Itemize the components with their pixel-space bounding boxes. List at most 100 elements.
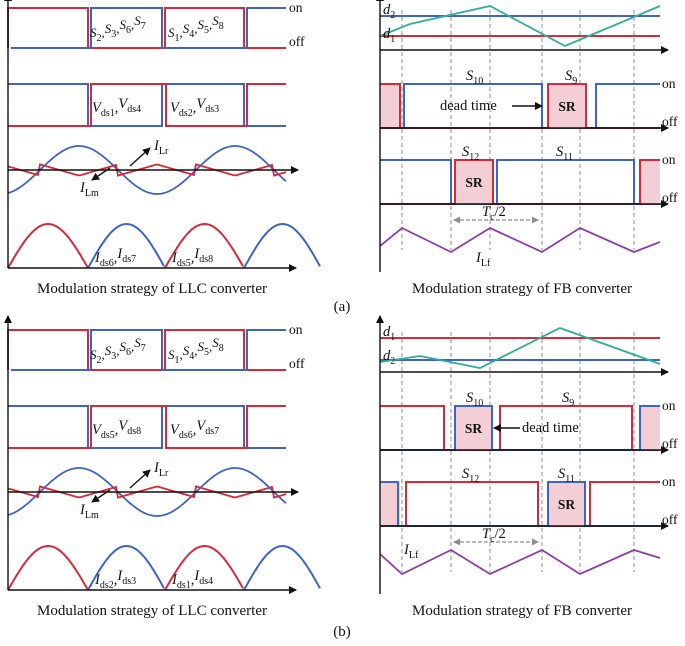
text-span: S: [212, 13, 219, 28]
llc-switch-group-2-label: S1,S4,S5,S8: [168, 335, 224, 366]
llc-ids-red-hump-2: [164, 223, 244, 269]
text-span: ,: [131, 17, 134, 32]
fb-caption: Modulation strategy of FB converter: [412, 281, 632, 297]
fb-ilf-label: ILf: [475, 250, 491, 269]
text-span: S: [462, 466, 470, 482]
llc-caption: Modulation strategy of LLC converter: [37, 603, 267, 619]
text-span: Lm: [85, 188, 99, 199]
text-span: I: [79, 180, 86, 196]
fb-tc-label: Tc/2: [482, 204, 506, 223]
fb-triangle-carrier: [379, 5, 661, 47]
text-span: 7: [141, 343, 146, 354]
text-span: /2: [495, 204, 506, 220]
fb-row1-on-label: on: [662, 398, 676, 413]
llc-gate-blue-trace: [11, 7, 286, 49]
text-span: 9: [572, 76, 577, 87]
text-span: V: [170, 100, 181, 116]
text-span: S: [120, 339, 127, 354]
text-span: d: [383, 324, 391, 340]
text-span: S: [565, 68, 573, 84]
text-span: c: [490, 212, 495, 223]
text-span: I: [171, 572, 178, 588]
text-span: ds2: [179, 108, 193, 119]
text-span: S: [198, 17, 205, 32]
fb-row2-blue-trace: [380, 481, 660, 527]
llc-vds-red-trace: [8, 83, 286, 127]
text-span: ,: [116, 343, 119, 358]
llc-on-label: on: [289, 0, 303, 15]
llc-ids-group-1-label: Ids6,Ids7: [94, 246, 136, 269]
text-span: I: [403, 542, 410, 558]
text-span: ds2: [100, 580, 114, 591]
text-span: Lr: [159, 468, 169, 479]
llc-switch-group-1-label: S2,S3,S6,S7: [90, 13, 146, 44]
text-span: ,: [115, 100, 119, 116]
llc-gate-red-trace: [7, 7, 286, 49]
text-span: I: [116, 568, 123, 584]
llc-ids-blue-hump-2: [243, 545, 321, 591]
llc-gate-red-trace: [7, 329, 286, 371]
text-span: I: [193, 568, 200, 584]
text-span: I: [153, 138, 160, 154]
fb-row2-right-edge-shade: [640, 160, 660, 204]
text-span: S: [198, 339, 205, 354]
text-span: V: [118, 96, 129, 112]
text-span: S: [462, 144, 470, 160]
text-span: 1: [390, 34, 395, 45]
text-span: 5: [204, 347, 209, 358]
text-span: Lm: [85, 510, 99, 521]
text-span: d: [383, 26, 391, 42]
fb-dead-time-label: dead time: [440, 98, 497, 114]
text-span: T: [482, 526, 491, 542]
text-span: 3: [111, 351, 116, 362]
text-span: V: [92, 422, 103, 438]
panel-a-marker: (a): [334, 299, 351, 315]
text-span: 2: [390, 10, 395, 21]
text-span: ,: [191, 250, 195, 266]
text-span: 2: [97, 33, 102, 44]
llc-vds-group-2-label: Vds6,Vds7: [170, 418, 219, 441]
text-span: ,: [115, 422, 119, 438]
fb-row1-sr-box-label: SR: [465, 421, 483, 436]
fb-dead-time-label: dead time: [522, 420, 579, 436]
fb-row2-sr-trace: [380, 159, 660, 205]
text-span: ,: [209, 339, 212, 354]
llc-ids-blue-hump-2: [243, 223, 321, 269]
text-span: I: [79, 502, 86, 518]
ilm-pointer-arrow: [91, 489, 111, 503]
llc-ilr-label: ILr: [153, 460, 169, 479]
llc-ids-group-2-label: Ids5,Ids8: [171, 246, 213, 269]
text-span: 6: [126, 25, 131, 36]
llc-vds-group-1-label: Vds5,Vds8: [92, 418, 141, 441]
llc-on-label: on: [289, 322, 303, 337]
text-span: 2: [390, 356, 395, 367]
llc-switch-group-1-label: S2,S3,S6,S7: [90, 335, 146, 366]
text-span: S: [105, 21, 112, 36]
text-span: c: [490, 534, 495, 545]
text-span: ds4: [199, 576, 213, 587]
text-span: S: [134, 335, 141, 350]
text-span: V: [196, 96, 207, 112]
fb-tc-label: Tc/2: [482, 526, 506, 545]
text-span: I: [94, 250, 101, 266]
text-span: 1: [175, 355, 180, 366]
text-span: I: [94, 572, 101, 588]
text-span: V: [118, 418, 129, 434]
text-span: ds5: [177, 258, 191, 269]
text-span: 1: [390, 332, 395, 343]
text-span: ,: [114, 572, 118, 588]
fb-s-upper-left-label: S10: [466, 390, 483, 409]
llc-ilm-label: ILm: [79, 502, 99, 521]
panel-b-marker: (b): [333, 624, 351, 640]
fb-d-upper-label: d2: [383, 2, 395, 21]
llc-ilr-label: ILr: [153, 138, 169, 157]
text-span: V: [92, 100, 103, 116]
text-span: ds1: [101, 108, 115, 119]
text-span: I: [475, 250, 482, 266]
text-span: S: [168, 25, 175, 40]
llc-ilm-trace: [7, 163, 287, 177]
text-span: I: [116, 246, 123, 262]
fb-row1-left-edge-shade: [380, 84, 400, 128]
